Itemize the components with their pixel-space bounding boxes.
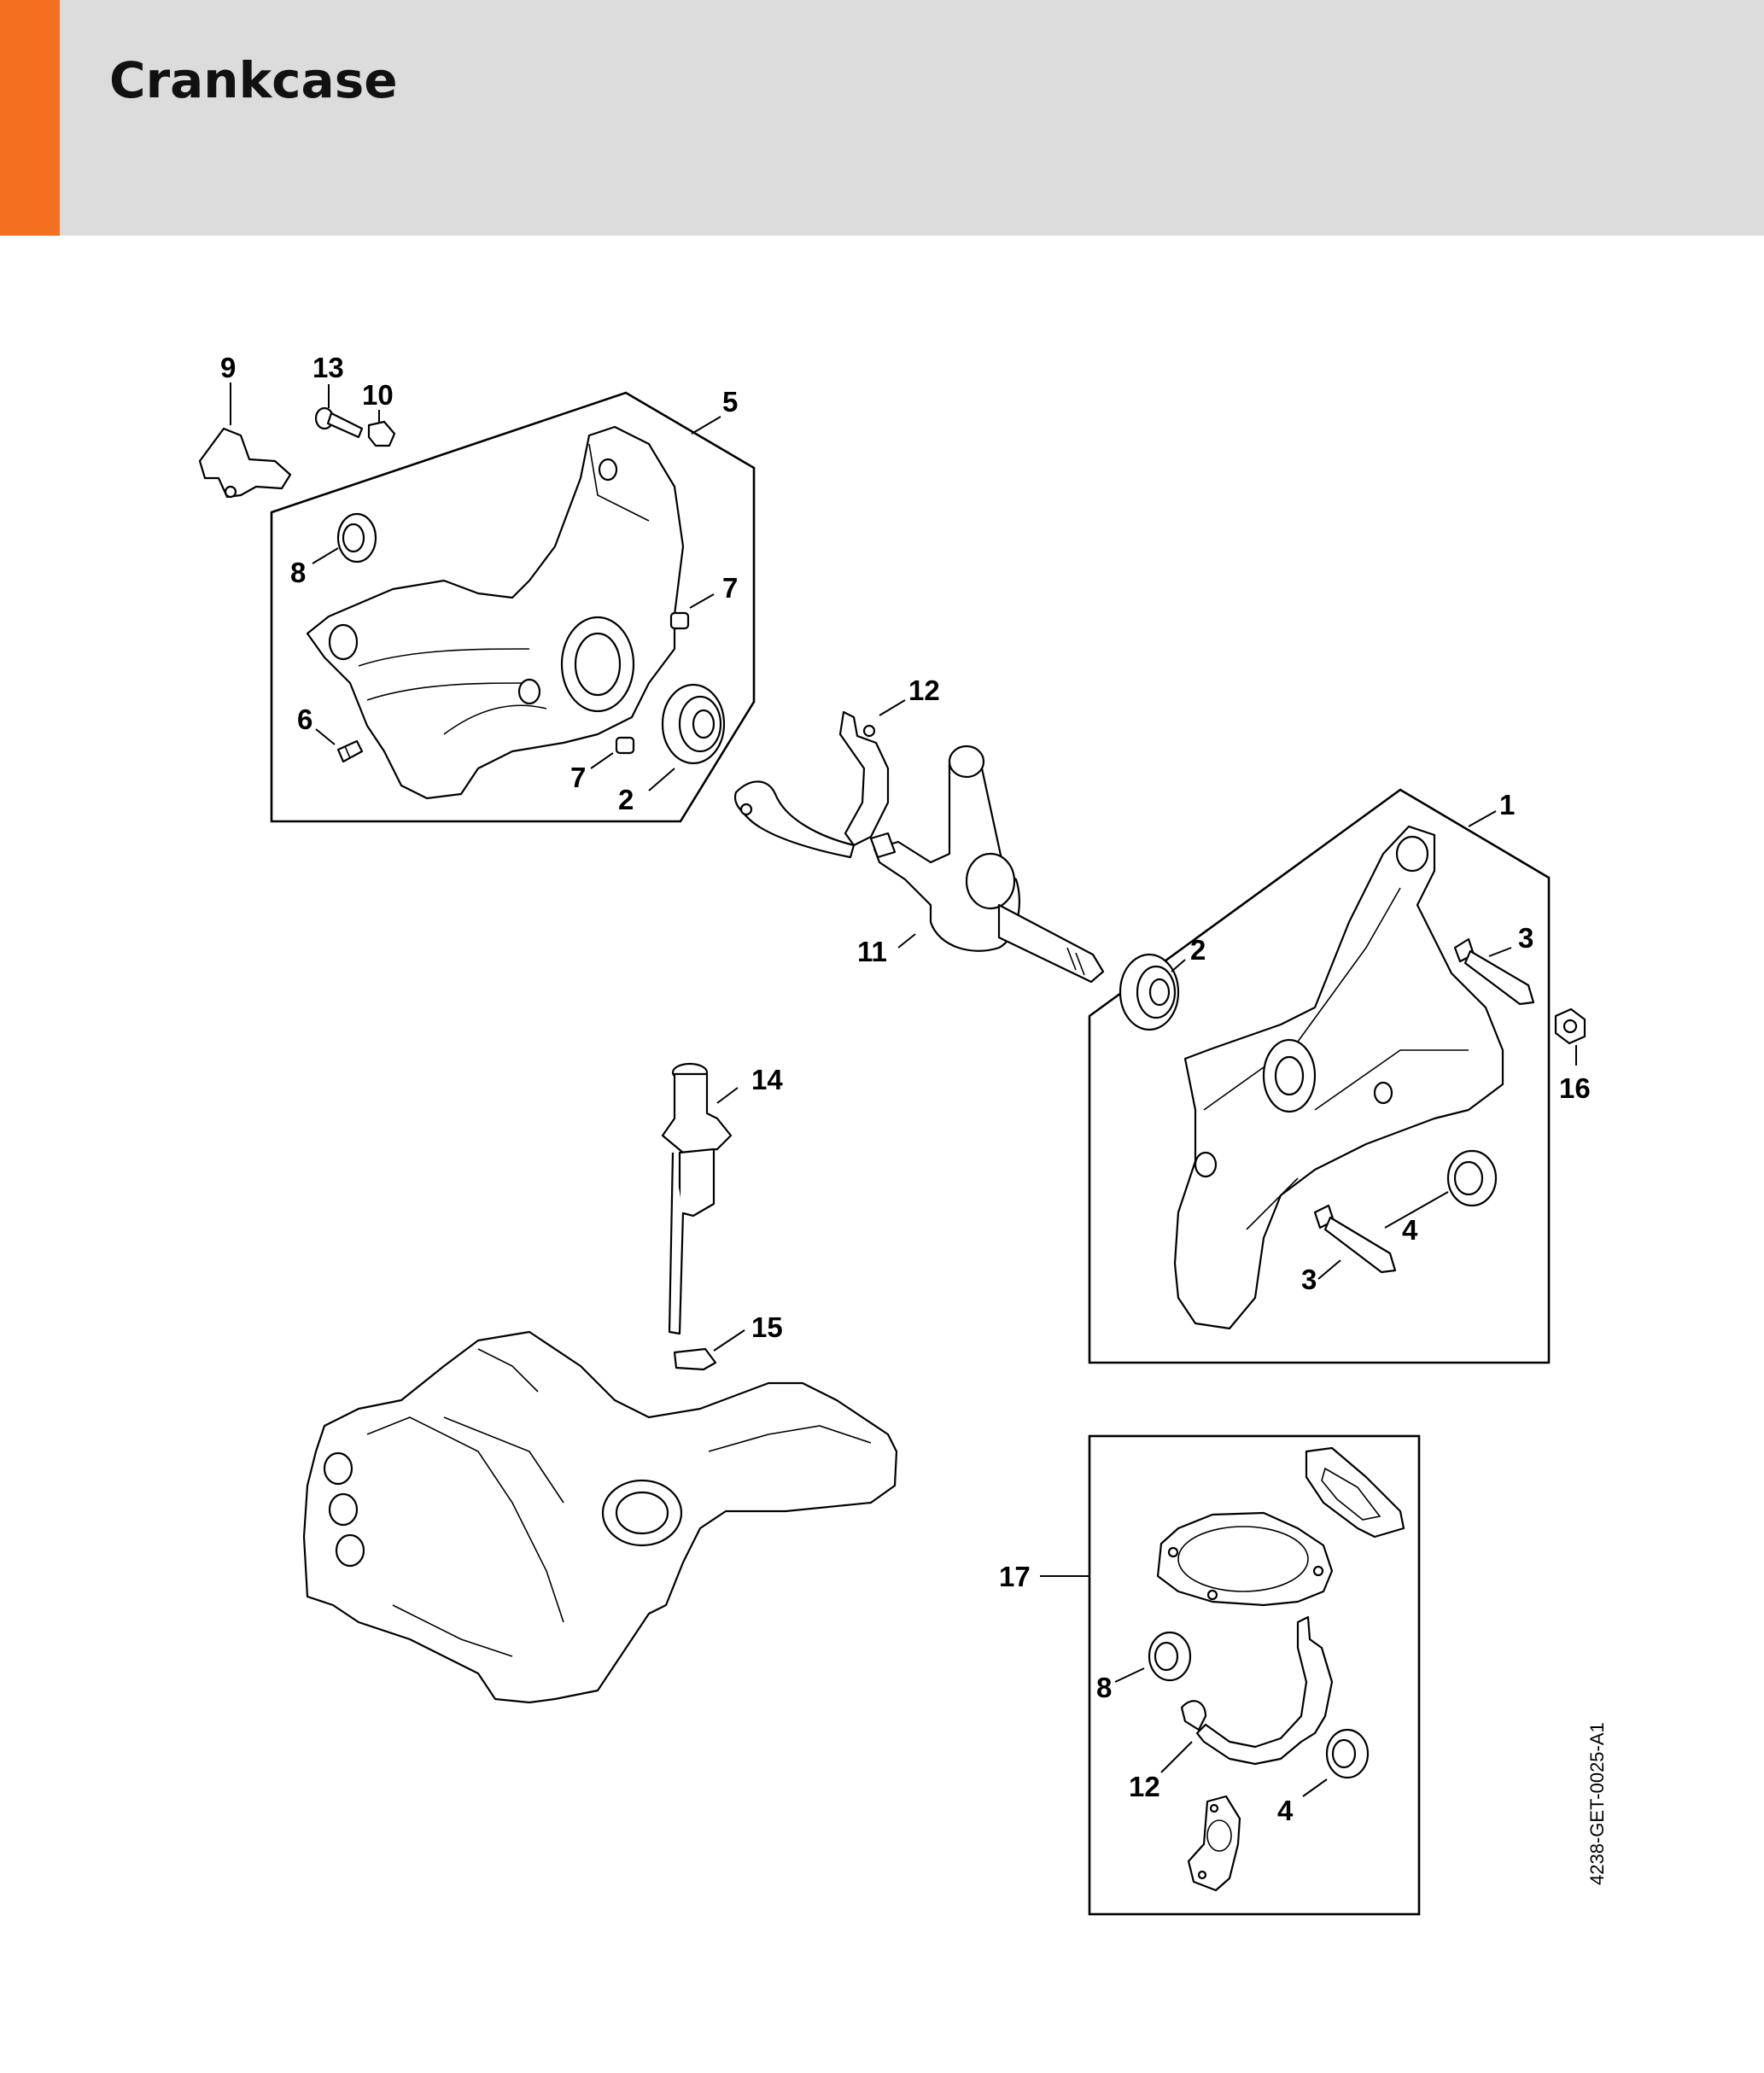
callout-9: 9 — [220, 352, 236, 383]
callout-12-top: 12 — [908, 674, 940, 706]
crankshaft-11 — [869, 745, 1105, 984]
callout-8-top: 8 — [290, 557, 306, 588]
nut-10 — [367, 420, 396, 447]
leader-lines — [230, 382, 1577, 1797]
callout-15: 15 — [751, 1311, 783, 1343]
callout-11: 11 — [857, 936, 887, 967]
callout-7-bottom: 7 — [570, 762, 586, 793]
callout-13: 13 — [312, 352, 344, 383]
group-box-17 — [1088, 1434, 1421, 1916]
callout-17: 17 — [999, 1561, 1031, 1592]
group-box-1 — [1088, 788, 1551, 1364]
crankcase-main-drawing — [1173, 825, 1504, 1330]
sleeve-7-top — [669, 611, 690, 630]
oil-pickup-14 — [661, 1062, 733, 1335]
callout-5: 5 — [722, 386, 738, 418]
oil-seal-8-top — [336, 512, 377, 564]
accent-bar — [0, 0, 60, 236]
callout-8-kit: 8 — [1096, 1672, 1112, 1703]
gasket-12-top — [733, 710, 890, 859]
group-box-5 — [270, 391, 756, 823]
document-id: 4238-GET-0025-A1 — [1586, 1722, 1608, 1885]
bracket-9 — [198, 427, 292, 499]
screw-13 — [314, 406, 364, 439]
crankcase-half-drawing — [306, 425, 685, 800]
callout-3-top: 3 — [1518, 922, 1533, 954]
callout-6: 6 — [297, 704, 312, 735]
callout-7-top: 7 — [722, 572, 738, 604]
stud-3-bottom — [1313, 1204, 1397, 1274]
gasket-kit-drawing — [1148, 1446, 1405, 1892]
stud-6 — [336, 739, 364, 763]
sleeve-7-bottom — [615, 736, 635, 755]
grommet-15 — [673, 1347, 717, 1371]
callout-3-bottom: 3 — [1301, 1264, 1317, 1295]
ball-bearing-2-left — [661, 683, 726, 765]
callout-1: 1 — [1499, 789, 1515, 820]
stud-3-top — [1453, 937, 1535, 1006]
callout-2-left: 2 — [618, 784, 634, 815]
nut-16 — [1554, 1007, 1586, 1045]
callout-4-right: 4 — [1402, 1214, 1418, 1246]
callout-16: 16 — [1559, 1072, 1591, 1104]
tank-housing-drawing — [302, 1330, 898, 1704]
callout-2-right: 2 — [1190, 934, 1206, 966]
page-title: Crankcase — [109, 51, 398, 109]
callout-10: 10 — [362, 379, 394, 411]
callout-12-kit: 12 — [1129, 1771, 1160, 1802]
ball-bearing-2-right — [1119, 953, 1180, 1031]
oil-seal-4-right — [1446, 1149, 1498, 1207]
callout-14: 14 — [751, 1064, 783, 1095]
callout-4-kit: 4 — [1277, 1795, 1294, 1826]
callout-labels: 9 13 10 5 8 7 6 7 2 12 1 11 2 3 16 14 4 … — [220, 352, 1591, 1826]
header-band — [0, 0, 1764, 236]
